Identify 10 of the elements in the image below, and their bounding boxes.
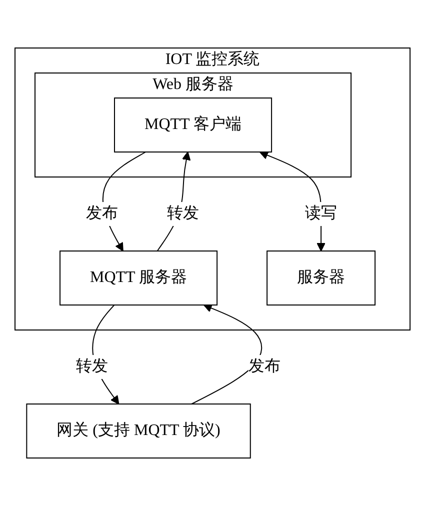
edge-label: 转发	[166, 204, 199, 222]
edge-label: 发布	[86, 204, 118, 222]
node-box: 服务器	[266, 250, 376, 305]
arrow	[191, 303, 262, 404]
edge-label: 读写	[305, 204, 338, 222]
node-box: MQTT 客户端	[114, 97, 272, 152]
edge-label: 发布	[248, 358, 280, 374]
node-box: 网关 (支持 MQTT 协议)	[26, 403, 251, 458]
edge-label: 转发	[76, 358, 108, 374]
node-box: MQTT 服务器	[59, 250, 218, 305]
